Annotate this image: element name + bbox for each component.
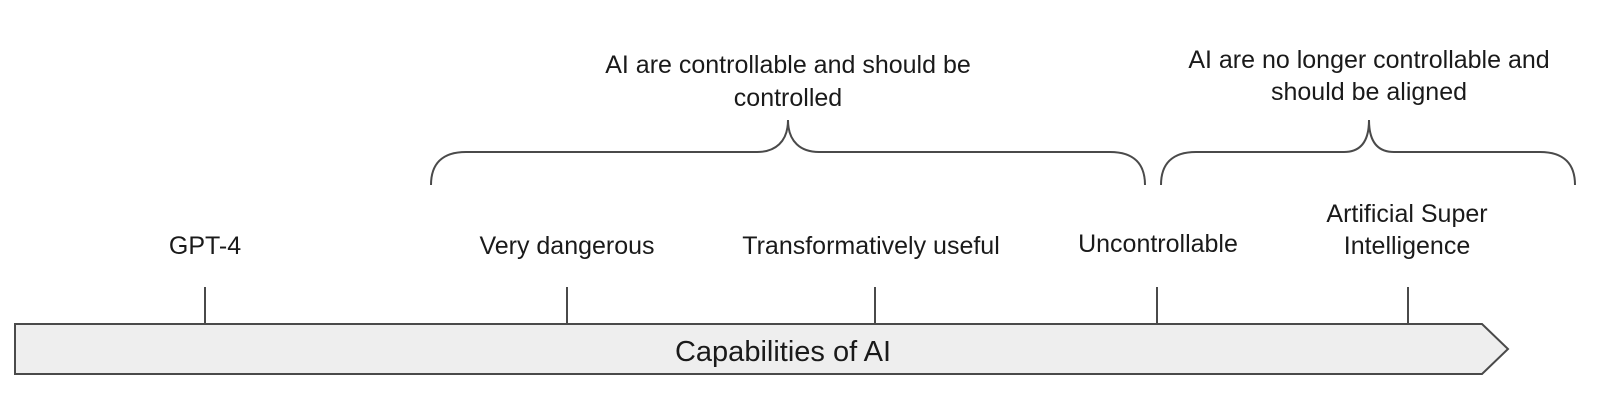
milestone-very-dangerous: Very dangerous xyxy=(479,232,655,323)
milestone-uncontrollable: Uncontrollable xyxy=(1078,230,1238,323)
bracket-label-line-2: controlled xyxy=(734,84,842,112)
milestone-label: Uncontrollable xyxy=(1078,230,1238,258)
curly-brace xyxy=(430,119,1146,186)
milestone-label: GPT-4 xyxy=(169,232,241,260)
axis-arrow-shape xyxy=(14,323,1510,375)
bracket-label-line-1: AI are no longer controllable and xyxy=(1188,46,1549,74)
bracket-controllable: AI are controllable and should be contro… xyxy=(430,51,1146,186)
bracket-label-line-1: AI are controllable and should be xyxy=(605,51,971,79)
milestone-label: Transformatively useful xyxy=(742,232,1000,260)
curly-brace xyxy=(1160,119,1576,186)
milestone-label: Very dangerous xyxy=(479,232,654,260)
bracket-label-line-2: should be aligned xyxy=(1271,78,1467,106)
axis-label: Capabilities of AI xyxy=(675,336,891,368)
capabilities-axis: Capabilities of AI xyxy=(14,323,1510,375)
bracket-aligned: AI are no longer controllable and should… xyxy=(1160,46,1576,186)
milestone-label-line-2: Intelligence xyxy=(1344,232,1470,260)
milestone-transformatively-useful: Transformatively useful xyxy=(742,232,1000,323)
milestone-artificial-super-intelligence: Artificial Super Intelligence xyxy=(1326,200,1488,323)
milestone-label-line-1: Artificial Super xyxy=(1326,200,1487,228)
milestone-gpt-4: GPT-4 xyxy=(169,232,241,323)
